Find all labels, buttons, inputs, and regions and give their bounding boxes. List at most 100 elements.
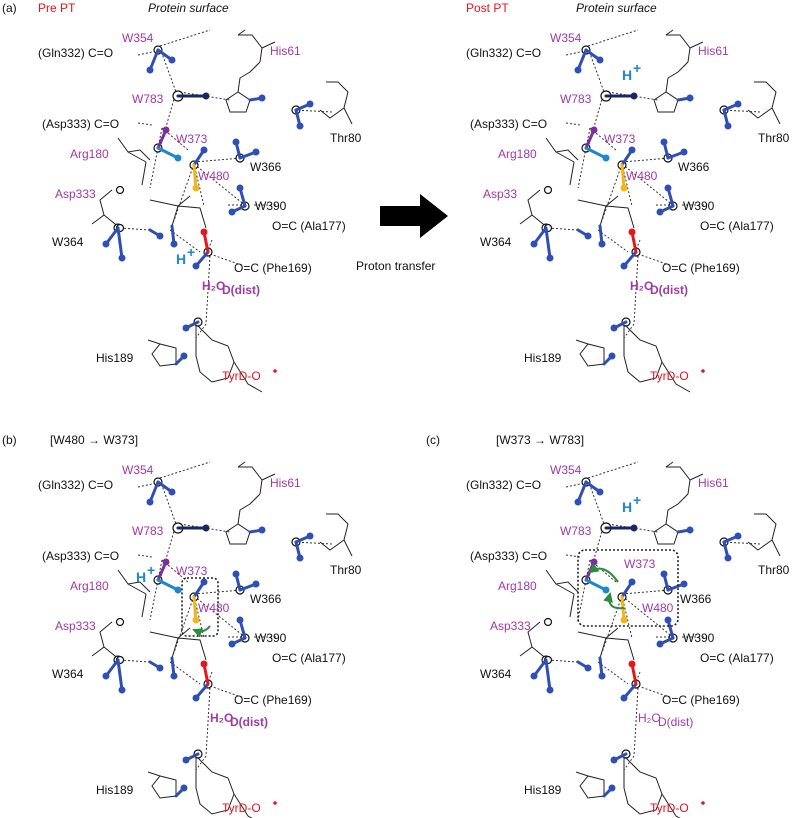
arg180-label: Arg180 — [498, 579, 537, 593]
state-label-post-pt: Post PT — [466, 1, 509, 15]
his189-label: His189 — [524, 783, 562, 797]
h2od-sub: D(dist) — [222, 283, 260, 297]
w354-label: W354 — [550, 31, 582, 45]
w373-label: W373 — [624, 557, 656, 571]
state-label-pre-pt: Pre PT — [38, 1, 76, 15]
proton-transfer-arrow: Proton transfer — [356, 194, 448, 273]
w366-label: W366 — [680, 592, 712, 606]
w390-label: W390 — [255, 631, 287, 645]
w364-label: W364 — [480, 235, 512, 249]
asp333-label: Asp333 — [55, 619, 96, 633]
w783-label: W783 — [560, 92, 592, 106]
ala177-label: O=C (Ala177) — [700, 219, 774, 233]
thr80-label: Thr80 — [758, 131, 790, 145]
protein-surface-label: Protein surface — [148, 1, 229, 15]
curved-arrow-c2 — [603, 592, 625, 610]
his61-label: His61 — [270, 476, 301, 490]
h2od-label: H₂O — [202, 279, 225, 293]
w390-label: W390 — [683, 199, 715, 213]
hplus-label: H — [136, 569, 146, 585]
w783-label: W783 — [132, 524, 164, 538]
gln332-label: (Gln332) C=O — [38, 478, 113, 492]
phe169-label: O=C (Phe169) — [662, 693, 740, 707]
hplus-label: H — [176, 251, 186, 267]
ala177-label: O=C (Ala177) — [272, 219, 346, 233]
his189-label: His189 — [96, 783, 134, 797]
w373-label: W373 — [604, 132, 636, 146]
asp333-label: Asp333 — [490, 619, 531, 633]
phe169-label: O=C (Phe169) — [662, 261, 740, 275]
w390-label: W390 — [255, 199, 287, 213]
state-label-b: [W480 → W373] — [50, 433, 138, 447]
w364-label: W364 — [480, 667, 512, 681]
his189-label: His189 — [96, 351, 134, 365]
panel-label-a: (a) — [2, 1, 17, 15]
w373-label: W373 — [176, 564, 208, 578]
w480-label: W480 — [198, 169, 230, 183]
h2od-label: H₂O — [638, 711, 661, 725]
gln332-label: (Gln332) C=O — [466, 478, 541, 492]
w783-label: W783 — [132, 92, 164, 106]
tyrd-label: TyrD-O — [650, 369, 689, 383]
his61-label: His61 — [698, 476, 729, 490]
w783-label: W783 — [560, 524, 592, 538]
svg-text:+: + — [633, 60, 641, 76]
state-label-c: [W373 → W783] — [496, 433, 584, 447]
w390-label: W390 — [683, 631, 715, 645]
w354-label: W354 — [122, 31, 154, 45]
thr80-label: Thr80 — [758, 563, 790, 577]
h2od-sub: D(dist) — [658, 715, 693, 729]
w480-label: W480 — [198, 601, 230, 615]
highlight-box-c — [577, 549, 679, 627]
asp33-label: Asp33 — [483, 187, 517, 201]
arg180-label: Arg180 — [498, 147, 537, 161]
panel-a-post-pt: Post PT Protein surface (Gln332) C=O W35… — [466, 1, 790, 394]
panel-b: (b) [W480 → W373] (Gln332) C=O W354 His6… — [2, 433, 362, 818]
w366-label: W366 — [250, 160, 282, 174]
asp333-label: Asp333 — [55, 187, 96, 201]
w364-label: W364 — [52, 235, 84, 249]
hplus-label: H — [622, 67, 632, 83]
hplus-label: H — [622, 499, 632, 515]
h2od-sub: D(dist) — [650, 283, 688, 297]
w354-label: W354 — [122, 463, 154, 477]
h2od-label: H₂O — [210, 711, 233, 725]
curved-arrow-c1 — [588, 563, 619, 583]
asp333-co-label: (Asp333) C=O — [470, 549, 547, 563]
tyrd-label: TyrD-O — [222, 801, 261, 815]
his61-label: His61 — [698, 44, 729, 58]
phe169-label: O=C (Phe169) — [234, 693, 312, 707]
thr80-label: Thr80 — [330, 131, 362, 145]
ala177-label: O=C (Ala177) — [272, 651, 346, 665]
phe169-label: O=C (Phe169) — [234, 261, 312, 275]
svg-text:+: + — [187, 244, 195, 260]
tyrd-label: TyrD-O — [222, 369, 261, 383]
w366-label: W366 — [678, 160, 710, 174]
his61-label: His61 — [270, 44, 301, 58]
thr80-label: Thr80 — [330, 563, 362, 577]
panel-label-c: (c) — [426, 433, 440, 447]
arg180-label: Arg180 — [70, 147, 109, 161]
gln332-label: (Gln332) C=O — [38, 46, 113, 60]
asp333-co-label: (Asp333) C=O — [42, 549, 119, 563]
svg-text:+: + — [633, 492, 641, 508]
asp333-co-label: (Asp333) C=O — [470, 117, 547, 131]
w366-label: W366 — [250, 592, 282, 606]
protein-surface-label-post: Protein surface — [576, 1, 657, 15]
panel-a-pre-pt: (a) Pre PT Protein surface (Gln332) C=O … — [2, 1, 362, 394]
curved-arrow-b — [192, 625, 211, 638]
ala177-label: O=C (Ala177) — [700, 651, 774, 665]
svg-text:+: + — [147, 562, 155, 578]
arg180-label: Arg180 — [70, 579, 109, 593]
his189-label: His189 — [524, 351, 562, 365]
gln332-label: (Gln332) C=O — [466, 46, 541, 60]
panel-label-b: (b) — [2, 433, 17, 447]
w373-label: W373 — [176, 132, 208, 146]
asp333-co-label: (Asp333) C=O — [42, 117, 119, 131]
w364-label: W364 — [52, 667, 84, 681]
proton-transfer-label: Proton transfer — [356, 259, 435, 273]
h2od-label: H₂O — [630, 279, 653, 293]
w354-label: W354 — [550, 463, 582, 477]
panel-c: (c) [W373 → W783] (Gln332) C=O W354 His6… — [426, 433, 790, 818]
